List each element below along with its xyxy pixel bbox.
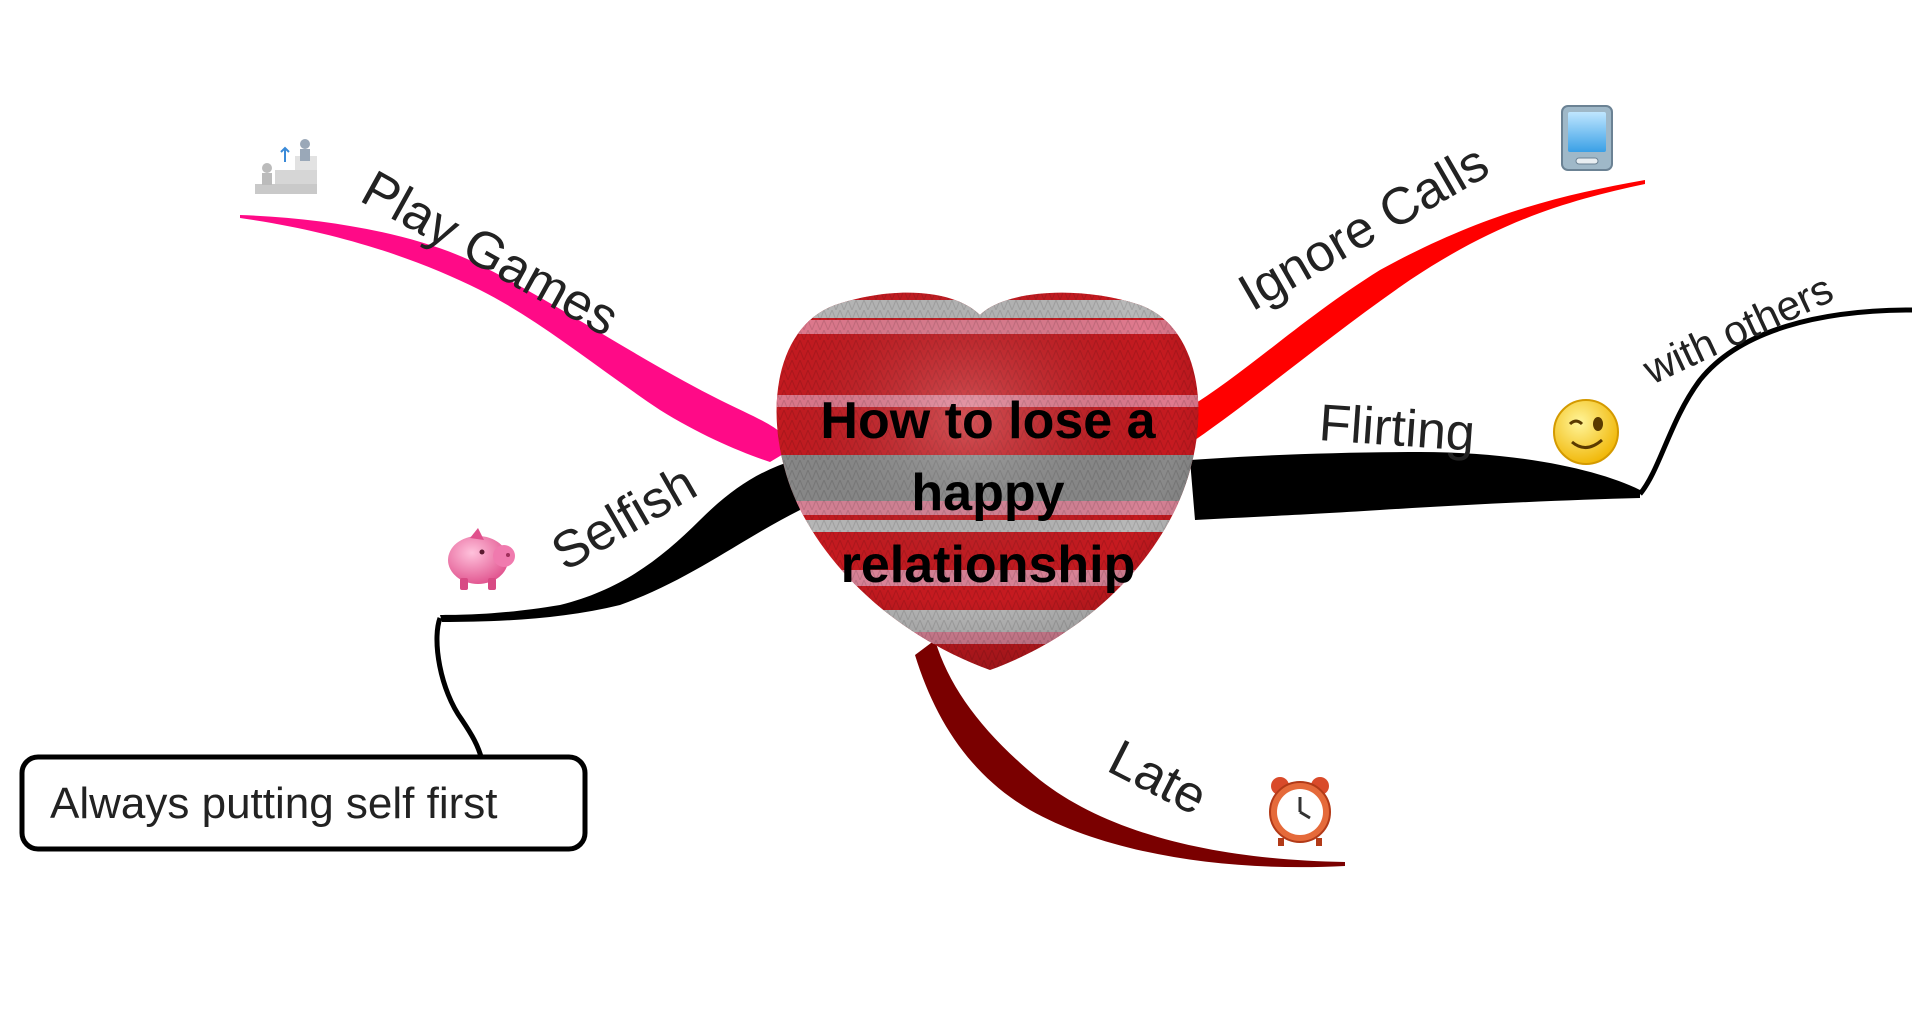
piggy-bank-icon [448, 528, 515, 590]
branch-late-line [915, 640, 1345, 868]
central-topic-line-1: How to lose a [820, 392, 1156, 450]
branch-selfish-sub-box[interactable] [19, 754, 588, 852]
branch-flirting[interactable]: Flirting with others [1190, 265, 1913, 520]
branch-late[interactable]: Late [915, 640, 1345, 868]
alarm-clock-icon [1269, 777, 1331, 846]
central-topic-line-2: happy [911, 464, 1064, 522]
branch-late-label: Late [1100, 729, 1217, 827]
branch-ignore-calls[interactable]: Ignore Calls [1185, 105, 1645, 440]
branch-ignore-calls-line [1185, 180, 1645, 440]
branch-play-games[interactable]: Play Games [240, 139, 790, 462]
mobile-phone-icon [1561, 105, 1613, 171]
branch-selfish[interactable]: Selfish Always putting self first [19, 454, 800, 852]
branch-flirting-sub-line [1638, 307, 1913, 496]
central-topic[interactable]: How to lose a happy relationship [760, 280, 1220, 680]
branch-selfish-line [440, 460, 800, 622]
branch-play-games-line [240, 215, 790, 462]
branch-selfish-sub-line [434, 617, 485, 761]
branch-selfish-sub-label: Always putting self first [50, 779, 498, 828]
branch-flirting-sub-label: with others [1635, 265, 1840, 394]
central-topic-line-3: relationship [841, 536, 1136, 594]
branch-flirting-line [1190, 452, 1640, 520]
people-climbing-steps-icon [255, 139, 317, 194]
winking-smiley-icon [1553, 399, 1619, 465]
branch-flirting-label: Flirting [1317, 394, 1477, 463]
